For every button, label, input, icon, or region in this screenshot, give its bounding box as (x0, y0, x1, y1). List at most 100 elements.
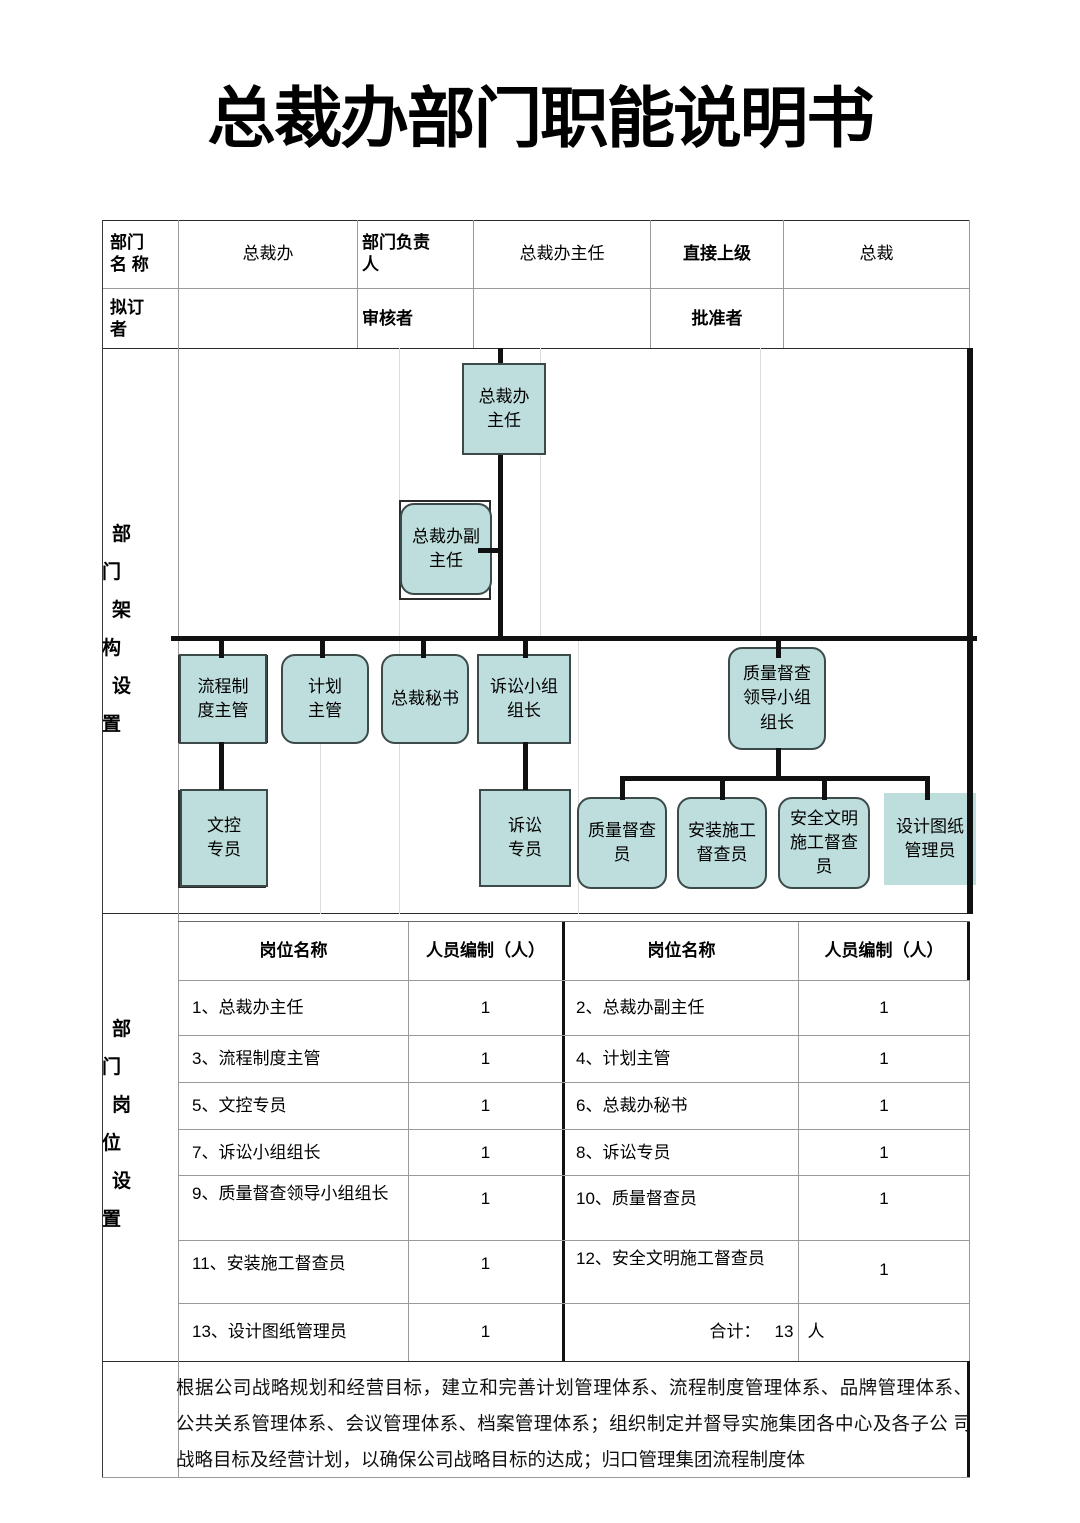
value-dept-name: 总裁办 (242, 244, 294, 264)
positions-header-top (178, 921, 970, 922)
position-count-5: 1 (480, 1096, 491, 1116)
connector-drop-install-insp (720, 776, 725, 800)
position-name-8: 8、诉讼专员 (576, 1142, 671, 1162)
position-count-4: 1 (879, 1049, 889, 1069)
duty-description: 根据公司战略规划和经营目标，建立和完善计划管理体系、流程制度管理体系、品牌管理体… (176, 1377, 972, 1470)
positions-row-sep-1 (178, 1035, 970, 1036)
connector-top-stem (498, 348, 503, 363)
positions-total-unit: 人 (807, 1322, 825, 1342)
positions-col-div-center (562, 921, 565, 1361)
structure-label-divider (178, 348, 179, 914)
org-node-quality-lead[interactable]: 质量督查 领导小组 组长 (728, 647, 826, 750)
connector-deputy-stub (478, 548, 502, 553)
org-node-litigation-lead[interactable]: 诉讼小组 组长 (477, 654, 571, 744)
positions-side-label: 部 门 岗 位 设 置 (102, 1019, 178, 1230)
connector-drop-quality-insp (620, 776, 625, 800)
header-div-5 (783, 220, 784, 348)
label-dept-name: 部门 名 称 (110, 233, 149, 274)
positions-side-label-line-1: 部 门 (102, 1019, 142, 1078)
positions-col-div-1 (408, 921, 409, 1361)
position-count-2: 1 (879, 998, 889, 1018)
position-name-7: 7、诉讼小组组长 (192, 1142, 321, 1162)
position-name-13: 13、设计图纸管理员 (192, 1322, 347, 1342)
guide-line-6 (760, 348, 761, 638)
org-node-litigation-spec[interactable]: 诉讼 专员 (479, 789, 571, 887)
position-name-3: 3、流程制度主管 (192, 1049, 321, 1069)
position-count-9: 1 (480, 1189, 491, 1209)
position-count-7: 1 (480, 1142, 491, 1162)
position-name-10: 10、质量督查员 (576, 1189, 697, 1209)
header-div-3 (473, 220, 474, 348)
positions-total-value: 13 (774, 1322, 794, 1342)
connector-drop-secretary (421, 636, 426, 658)
label-approver: 批准者 (691, 308, 743, 328)
org-node-install-insp[interactable]: 安装施工 督查员 (677, 797, 767, 889)
position-name-9: 9、质量督查领导小组组长 (192, 1184, 389, 1203)
header-right-border (969, 220, 970, 348)
org-node-doc-control[interactable]: 文控 专员 (180, 789, 268, 887)
positions-total: 合计： 13 人 (566, 1305, 968, 1359)
positions-row-sep-2 (178, 1082, 970, 1083)
guide-line-2 (540, 348, 541, 638)
positions-header-name-right: 岗位名称 (647, 941, 716, 961)
header-bottom-border (102, 348, 970, 349)
position-count-6: 1 (879, 1096, 889, 1116)
org-node-quality-insp[interactable]: 质量督查 员 (577, 797, 667, 889)
position-count-3: 1 (480, 1049, 491, 1069)
page-title: 总裁办部门职能说明书 (207, 80, 875, 157)
connector-director-spine (498, 455, 503, 640)
positions-header-count-left: 人员编制（人） (426, 941, 545, 961)
org-node-director[interactable]: 总裁办 主任 (462, 363, 546, 455)
positions-side-label-line-3: 设 置 (102, 1171, 142, 1230)
guide-line-3 (320, 640, 321, 914)
position-name-12: 12、安全文明施工督查员 (576, 1249, 765, 1268)
position-count-1: 1 (480, 998, 491, 1018)
org-node-plan-mgr[interactable]: 计划 主管 (281, 654, 369, 744)
connector-quality-bus (620, 776, 930, 781)
structure-left-border (102, 348, 103, 914)
connector-drop-safety-insp (822, 776, 827, 800)
header-left-border (102, 220, 103, 348)
duty-bottom-border (102, 1477, 970, 1478)
org-node-process-mgr[interactable]: 流程制 度主管 (179, 654, 267, 744)
org-node-secretary[interactable]: 总裁秘书 (381, 654, 469, 744)
org-node-deputy-director[interactable]: 总裁办副 主任 (400, 503, 492, 595)
label-reviewer: 审核者 (362, 308, 413, 328)
position-count-11: 1 (480, 1254, 491, 1274)
connector-drop-quality-lead (776, 636, 781, 658)
structure-side-label-line-2: 架 构 (102, 600, 142, 659)
connector-drop-litigation-lead (523, 636, 528, 658)
label-dept-head: 部门负责 人 (362, 233, 430, 274)
connector-process-to-doccontrol (219, 742, 224, 790)
positions-row-sep-4 (178, 1175, 970, 1176)
label-direct-superior: 直接上级 (683, 244, 751, 264)
value-direct-superior: 总裁 (859, 244, 894, 264)
value-dept-head: 总裁办主任 (519, 244, 605, 264)
positions-side-label-line-2: 岗 位 (102, 1095, 142, 1154)
positions-header-name-left: 岗位名称 (259, 941, 328, 961)
positions-right-border (969, 921, 970, 1361)
connector-drop-plan-mgr (320, 636, 325, 658)
position-name-6: 6、总裁办秘书 (576, 1096, 688, 1116)
org-node-drawing-admin[interactable]: 设计图纸 管理员 (884, 793, 976, 885)
guide-line-4 (399, 640, 400, 914)
positions-label-divider (178, 913, 179, 1361)
guide-line-1 (399, 348, 400, 638)
position-count-12: 1 (879, 1260, 889, 1280)
positions-bottom-border (102, 1361, 970, 1362)
label-drafter: 拟订 者 (110, 297, 144, 339)
positions-right-heavy-stub (967, 921, 970, 981)
positions-left-border (102, 913, 103, 1361)
header-div-4 (650, 220, 651, 348)
org-node-safety-insp[interactable]: 安全文明 施工督查 员 (778, 797, 870, 889)
position-name-5: 5、文控专员 (192, 1096, 287, 1116)
positions-total-label: 合计： (709, 1322, 761, 1342)
duty-right-border (967, 1361, 970, 1477)
connector-drop-process-mgr (219, 636, 224, 658)
position-name-11: 11、安装施工督查员 (192, 1254, 346, 1274)
position-name-2: 2、总裁办副主任 (576, 998, 705, 1018)
guide-line-5 (578, 640, 579, 914)
structure-bottom-border (102, 913, 970, 914)
positions-col-div-3 (798, 921, 799, 1361)
positions-row-sep-5 (178, 1240, 970, 1241)
